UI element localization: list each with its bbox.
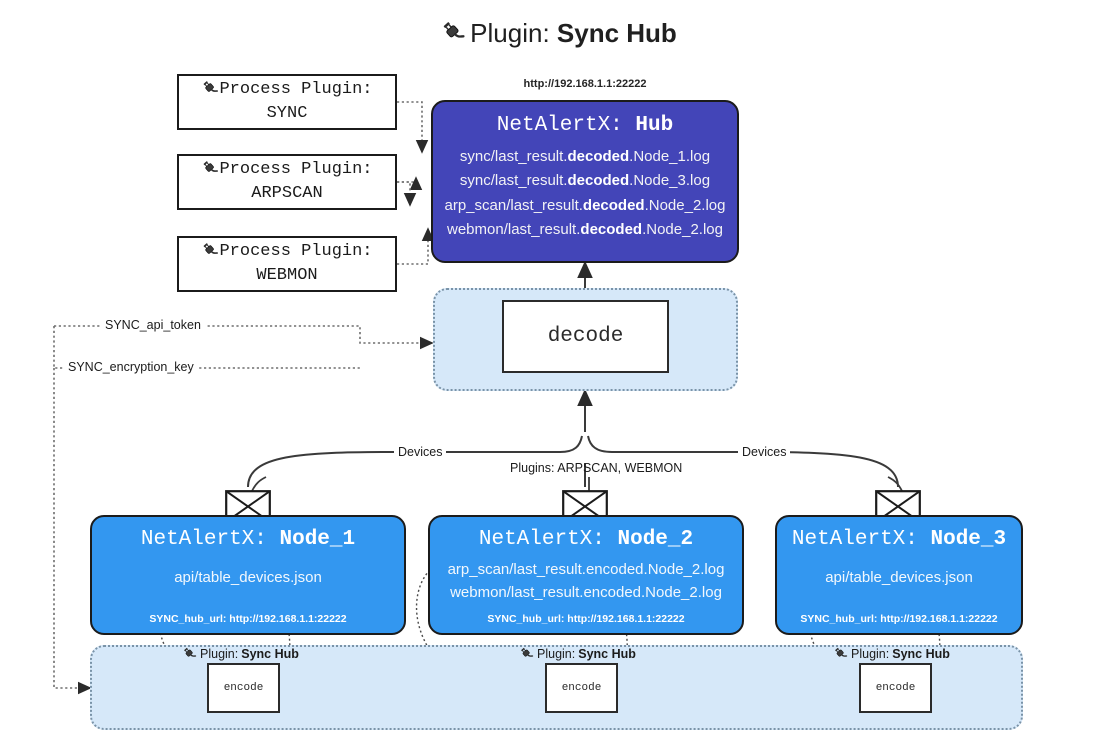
sync-api-token-label: SYNC_api_token <box>101 318 205 332</box>
plug-icon <box>440 19 466 52</box>
plug-icon <box>201 241 219 265</box>
encoder-label-name: Sync Hub <box>241 647 299 661</box>
encoder-label-prefix: Plugin: <box>200 647 239 661</box>
node-3-footer: SYNC_hub_url: http://192.168.1.1:22222 <box>800 613 998 625</box>
decode-box[interactable]: decode <box>502 300 669 373</box>
hub-node[interactable]: NetAlertX: Hub sync/last_result.decoded.… <box>431 100 739 263</box>
node-3[interactable]: NetAlertX: Node_3 api/table_devices.json… <box>775 515 1023 635</box>
node-3-title: NetAlertX: Node_3 <box>791 528 1007 551</box>
encoder-label-name: Sync Hub <box>578 647 636 661</box>
flow-label-right-devices: Devices <box>738 445 791 459</box>
process-plugin-arpscan[interactable]: Process Plugin: ARPSCAN <box>177 154 397 210</box>
encoder-label-name: Sync Hub <box>892 647 950 661</box>
node-2-line-2: webmon/last_result.encoded.Node_2.log <box>450 583 722 601</box>
plug-icon <box>519 646 534 662</box>
flow-label-center-plugins: Plugins: ARPSCAN, WEBMON <box>510 461 683 475</box>
encode-box-3[interactable]: encode <box>859 663 932 713</box>
hub-log-4: webmon/last_result.decoded.Node_2.log <box>447 220 723 238</box>
hub-log-3: arp_scan/last_result.decoded.Node_2.log <box>444 196 726 214</box>
encode-box-2[interactable]: encode <box>545 663 618 713</box>
node-2-title: NetAlertX: Node_2 <box>478 528 694 551</box>
encoder-2-label: Plugin: Sync Hub <box>519 646 636 662</box>
process-plugin-name: SYNC <box>266 103 308 123</box>
node-1-line-1: api/table_devices.json <box>174 569 322 586</box>
encoder-3-label: Plugin: Sync Hub <box>833 646 950 662</box>
sync-encryption-key-label: SYNC_encryption_key <box>64 360 198 374</box>
plug-icon <box>833 646 848 662</box>
plug-icon <box>201 159 219 183</box>
node-2-footer: SYNC_hub_url: http://192.168.1.1:22222 <box>487 613 685 625</box>
title-name: Sync Hub <box>556 18 677 48</box>
node-2-line-1: arp_scan/last_result.encoded.Node_2.log <box>447 561 725 578</box>
node-3-line-1: api/table_devices.json <box>825 569 973 586</box>
node-1[interactable]: NetAlertX: Node_1 api/table_devices.json… <box>90 515 406 635</box>
plug-icon <box>201 79 219 103</box>
process-plugin-label: Process Plugin: <box>219 80 373 100</box>
hub-title: NetAlertX: Hub <box>496 114 674 137</box>
encoder-label-prefix: Plugin: <box>537 647 576 661</box>
hub-log-1: sync/last_result.decoded.Node_1.log <box>459 148 711 165</box>
page-title: Plugin: Sync Hub <box>0 18 1117 52</box>
process-plugin-label: Process Plugin: <box>219 160 373 180</box>
hub-url-label: http://192.168.1.1:22222 <box>523 78 647 90</box>
flow-label-left-devices: Devices <box>394 445 447 459</box>
plug-icon <box>182 646 197 662</box>
title-prefix: Plugin: <box>470 18 550 48</box>
process-plugin-name: WEBMON <box>256 265 318 285</box>
node-2[interactable]: NetAlertX: Node_2 arp_scan/last_result.e… <box>428 515 744 635</box>
process-plugin-label: Process Plugin: <box>219 242 373 262</box>
process-plugin-name: ARPSCAN <box>251 183 323 203</box>
process-plugin-sync[interactable]: Process Plugin: SYNC <box>177 74 397 130</box>
hub-log-2: sync/last_result.decoded.Node_3.log <box>459 172 711 190</box>
process-plugin-webmon[interactable]: Process Plugin: WEBMON <box>177 236 397 292</box>
node-1-footer: SYNC_hub_url: http://192.168.1.1:22222 <box>149 613 347 625</box>
node-1-title: NetAlertX: Node_1 <box>140 528 356 551</box>
encode-box-1[interactable]: encode <box>207 663 280 713</box>
encoder-1-label: Plugin: Sync Hub <box>182 646 299 662</box>
encoder-label-prefix: Plugin: <box>851 647 890 661</box>
